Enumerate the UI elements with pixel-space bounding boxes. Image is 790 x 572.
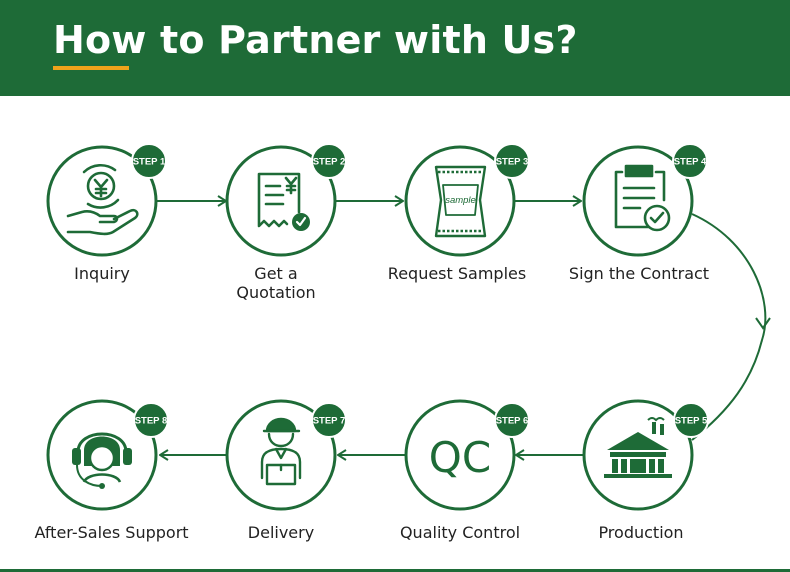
svg-text:STEP 3: STEP 3 [496, 157, 529, 168]
curve-arrow-4-5 [691, 213, 767, 441]
step2-label: Get a Quotation [236, 264, 316, 302]
svg-text:STEP 7: STEP 7 [313, 416, 346, 427]
step4-label: Sign the Contract [568, 264, 710, 283]
qc-icon: QC [429, 433, 491, 482]
step1-badge: STEP 1 [131, 143, 167, 179]
step5-badge: STEP 5 [673, 402, 709, 438]
step3-badge: STEP 3 [494, 143, 530, 179]
svg-text:STEP 4: STEP 4 [674, 157, 707, 168]
factory-icon [604, 417, 672, 478]
curve-arrowhead [755, 317, 771, 330]
step8-badge: STEP 8 [133, 402, 169, 438]
step2-badge: STEP 2 [311, 143, 347, 179]
step3-label: Request Samples [387, 264, 527, 283]
delivery-person-icon [260, 417, 302, 486]
step5-label: Production [598, 523, 684, 542]
title-underline [53, 66, 129, 70]
svg-text:STEP 2: STEP 2 [313, 157, 346, 168]
step4-badge: STEP 4 [672, 143, 708, 179]
headset-support-icon [72, 432, 132, 489]
step1-label: Inquiry [74, 264, 130, 283]
step7-circle [225, 399, 337, 511]
step1-circle [46, 145, 158, 257]
step7-label: Delivery [247, 523, 315, 542]
sample-bag-text: sample [445, 195, 476, 206]
step6-circle [404, 399, 516, 511]
step-badges: STEP 1 STEP 2 STEP 3 STEP 4 STEP 5 STEP … [131, 143, 709, 438]
step8-label: After-Sales Support [34, 523, 189, 542]
header-banner: How to Partner with Us? [0, 0, 790, 96]
svg-text:STEP 1: STEP 1 [133, 157, 166, 168]
page-title: How to Partner with Us? [53, 18, 578, 62]
sample-bag-icon: sample [434, 165, 487, 238]
step2-circle [225, 145, 337, 257]
step6-badge: STEP 6 [494, 402, 530, 438]
step6-label: Quality Control [399, 523, 521, 542]
bottom-rule [0, 569, 790, 572]
contract-clipboard-icon [614, 164, 671, 232]
svg-text:STEP 6: STEP 6 [496, 416, 529, 427]
quotation-receipt-icon [257, 172, 310, 231]
step7-badge: STEP 7 [311, 402, 347, 438]
svg-text:STEP 5: STEP 5 [675, 416, 708, 427]
hand-money-icon [66, 163, 139, 236]
svg-text:STEP 8: STEP 8 [135, 416, 168, 427]
